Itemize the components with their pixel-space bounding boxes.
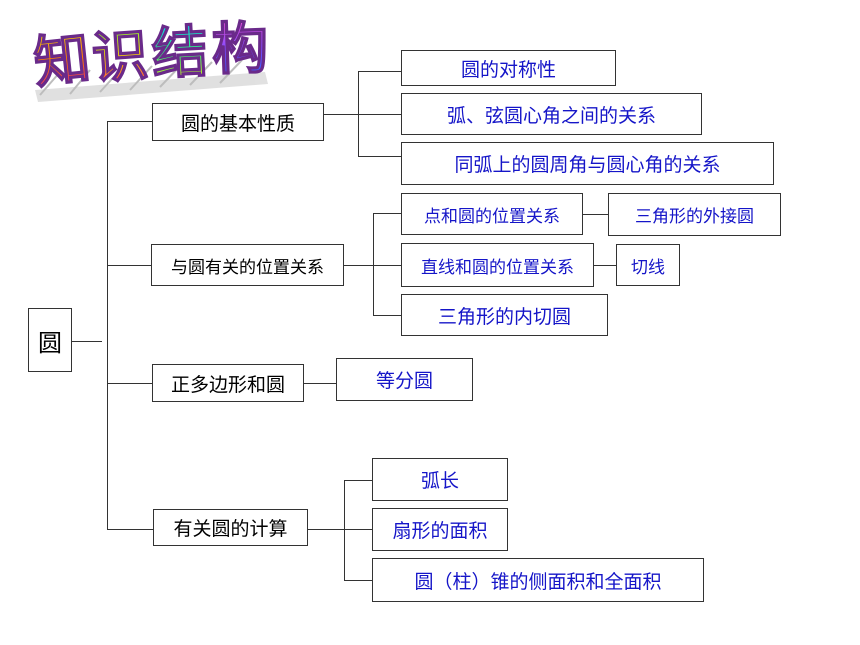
connector [373,213,401,214]
connector [344,265,374,266]
connector [324,114,358,115]
connector [107,529,153,530]
title-char-2: 识 [90,23,150,92]
connector [308,529,344,530]
connector [594,265,616,266]
branch-node-basic-properties: 圆的基本性质 [152,103,324,141]
leaf-node: 同弧上的圆周角与圆心角的关系 [401,142,774,185]
connector [107,383,152,384]
title-wordart: 知 识 结 构 [30,15,270,102]
leaf-node: 弧、弦圆心角之间的关系 [401,93,702,135]
connector [373,265,401,266]
connector [344,529,372,530]
title-char-3: 结 [150,20,209,88]
connector [304,383,336,384]
connector [107,121,152,122]
connector [358,156,401,157]
connector [107,265,151,266]
leaf-node: 扇形的面积 [372,508,508,551]
title-char-1: 知 [31,26,93,96]
connector [358,114,401,115]
connector [107,121,108,530]
leaf-node: 点和圆的位置关系 [401,193,583,235]
leaf-node: 三角形的外接圆 [608,193,781,236]
leaf-node: 等分圆 [336,358,473,401]
leaf-node: 三角形的内切圆 [401,294,608,336]
connector [344,480,345,581]
root-node: 圆 [28,308,72,372]
connector [344,480,372,481]
connector [358,71,401,72]
leaf-node: 弧长 [372,458,508,501]
leaf-node: 圆的对称性 [401,50,616,86]
title-shadow [35,59,268,102]
leaf-node: 圆（柱）锥的侧面积和全面积 [372,558,704,602]
branch-node-calculation: 有关圆的计算 [153,509,308,546]
connector [373,213,374,316]
connector [344,580,372,581]
connector [583,214,608,215]
connector [72,341,102,342]
branch-node-position-relations: 与圆有关的位置关系 [151,244,344,286]
leaf-node: 切线 [616,244,680,286]
title-char-4: 构 [211,16,269,83]
leaf-node: 直线和圆的位置关系 [401,243,594,287]
branch-node-regular-polygon: 正多边形和圆 [152,364,304,402]
connector [373,315,401,316]
